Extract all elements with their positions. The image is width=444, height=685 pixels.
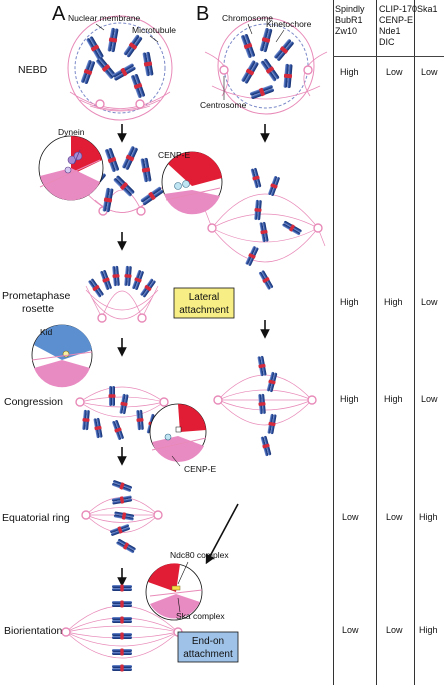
cell-b-stage-2 [204,167,326,291]
stage-arrows [117,124,270,587]
lateral-attachment-box: Lateral attachment [173,287,235,319]
cell-b-nebd [204,17,328,115]
label-centrosome: Centrosome [200,100,247,110]
label-ska-complex: Ska complex [176,611,225,621]
inset-dynein [38,135,104,201]
stage-label-biorientation: Biorientation [4,625,63,637]
endon-box-line-1: End-on [192,636,224,647]
table-row-5-col-1: Low [342,625,359,635]
table-rule-2 [376,0,377,685]
cell-a-dynein-stage [79,145,165,216]
label-nuclear-membrane: Nuclear membrane [68,13,141,23]
label-ndc80-complex: Ndc80 complex [170,550,229,560]
table-col2-header: CLIP-170 CENP-E Nde1 DIC [379,4,417,48]
label-microtubule: Microtubule [132,25,176,35]
table-row-5-col-3: High [419,625,438,635]
stage-label-nebd: NEBD [18,64,48,76]
table-row-3-col-2: High [384,394,403,404]
lateral-box-line-1: Lateral [189,292,220,303]
cell-a-equatorial-ring [81,479,163,555]
label-kid: Kid [40,327,53,337]
col1-header-line-1: Spindly [335,4,365,14]
table-row-3-col-3: Low [421,394,438,404]
lateral-box-line-2: attachment [179,305,229,316]
inset-kid [31,324,93,388]
table-row-3-col-1: High [340,394,359,404]
table-row-2-col-1: High [340,297,359,307]
table-col3-header: Ska1 [417,4,438,15]
table-rule-1 [333,0,334,685]
col1-header-line-2: BubR1 [335,15,363,25]
table-rule-3 [414,0,415,685]
table-row-4-col-1: Low [342,512,359,522]
col2-header-line-3: Nde1 [379,26,401,36]
cell-a-nebd [67,15,173,121]
cell-b-stage-3 [213,355,317,457]
label-kinetochore: Kinetochore [266,19,312,29]
stage-label-rosette-1: Prometaphase [2,290,70,302]
col3-header-line-1: Ska1 [417,4,438,14]
table-col1-header: Spindly BubR1 Zw10 [335,4,365,37]
table-row-4-col-3: High [419,512,438,522]
stage-label-congression: Congression [4,396,63,408]
cell-a-biorientation [61,584,183,672]
end-on-attachment-box: End-on attachment [177,631,239,663]
col2-header-line-2: CENP-E [379,15,414,25]
table-row-2-col-2: High [384,297,403,307]
inset-ndc80-ska [145,563,203,621]
label-dynein: Dynein [58,127,85,137]
panel-label-a: A [52,3,66,25]
label-cenp-e-top: CENP-E [158,150,190,160]
cell-a-rosette [85,265,159,323]
table-row-1-col-1: High [340,67,359,77]
cell-a-congression [75,386,169,441]
table-header-rule [333,56,444,57]
inset-cenp-e-bottom [149,403,207,462]
label-cenp-e-bottom: CENP-E [184,464,216,474]
table-row-1-col-3: Low [421,67,438,77]
stage-label-equatorial: Equatorial ring [2,512,70,524]
endon-box-line-2: attachment [183,649,233,660]
col1-header-line-3: Zw10 [335,26,358,36]
stage-label-rosette-2: rosette [22,303,54,315]
col2-header-line-4: DIC [379,37,395,47]
label-chromosome: Chromosome [222,13,273,23]
table-row-1-col-2: Low [386,67,403,77]
col2-header-line-1: CLIP-170 [379,4,418,14]
inset-cenp-e-top [161,151,223,215]
table-row-2-col-3: Low [421,297,438,307]
table-row-4-col-2: Low [386,512,403,522]
panel-label-b: B [196,3,209,25]
table-row-5-col-2: Low [386,625,403,635]
